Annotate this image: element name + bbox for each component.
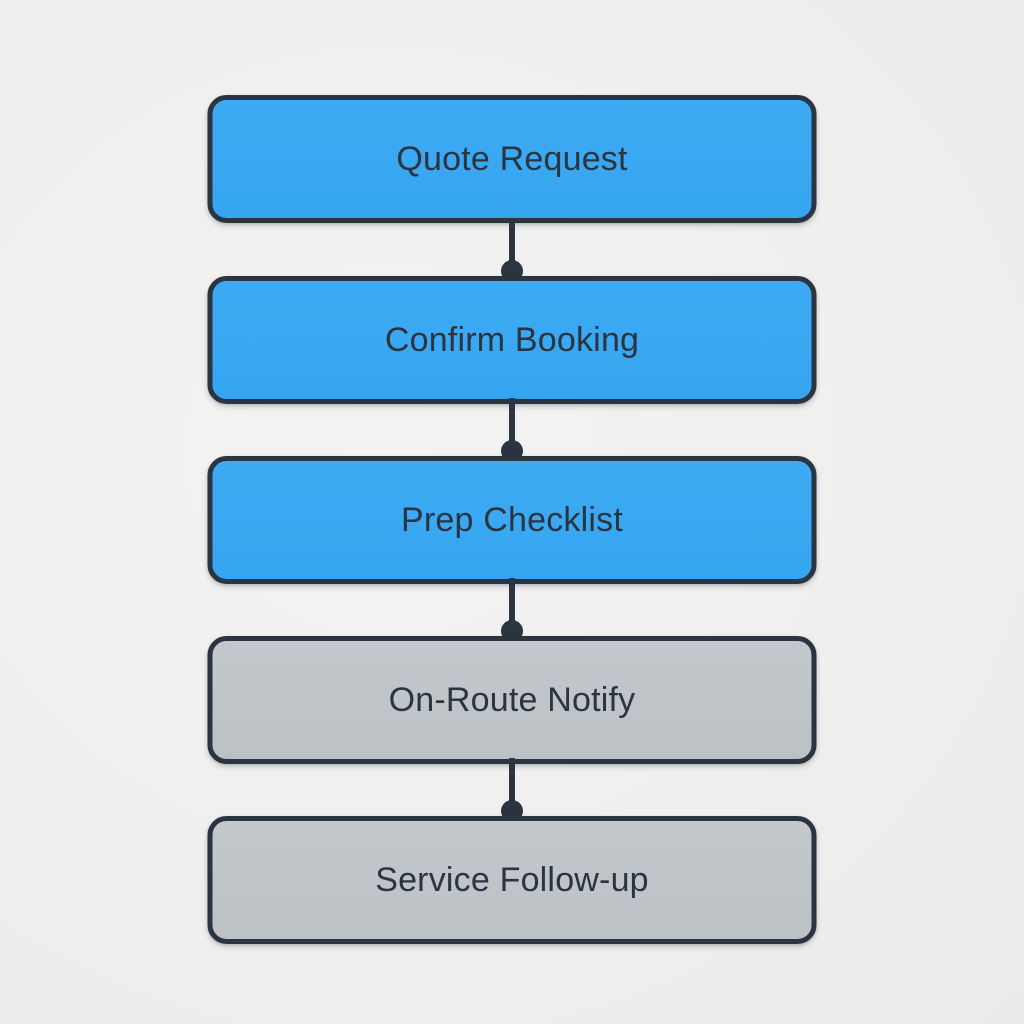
flow-node-label: Quote Request bbox=[396, 140, 628, 178]
flow-node-prep-checklist[interactable]: Prep Checklist bbox=[207, 456, 817, 584]
flow-node-quote-request[interactable]: Quote Request bbox=[207, 95, 817, 223]
flow-node-label: Service Follow-up bbox=[375, 861, 649, 899]
edge-line bbox=[509, 398, 515, 460]
flow-node-label: Prep Checklist bbox=[401, 501, 623, 539]
flow-node-confirm-booking[interactable]: Confirm Booking bbox=[207, 276, 817, 404]
edge-line bbox=[509, 578, 515, 640]
flow-edge-prep-checklist-to-on-route-notify bbox=[501, 578, 523, 642]
flow-edge-quote-request-to-confirm-booking bbox=[501, 218, 523, 282]
flow-edge-on-route-notify-to-service-followup bbox=[501, 758, 523, 822]
edge-line bbox=[509, 218, 515, 280]
flow-node-service-followup[interactable]: Service Follow-up bbox=[207, 816, 817, 944]
flow-edge-confirm-booking-to-prep-checklist bbox=[501, 398, 523, 462]
flow-node-label: On-Route Notify bbox=[388, 681, 636, 719]
edge-line bbox=[509, 758, 515, 820]
flow-node-label: Confirm Booking bbox=[384, 321, 640, 359]
flow-node-on-route-notify[interactable]: On-Route Notify bbox=[207, 636, 817, 764]
